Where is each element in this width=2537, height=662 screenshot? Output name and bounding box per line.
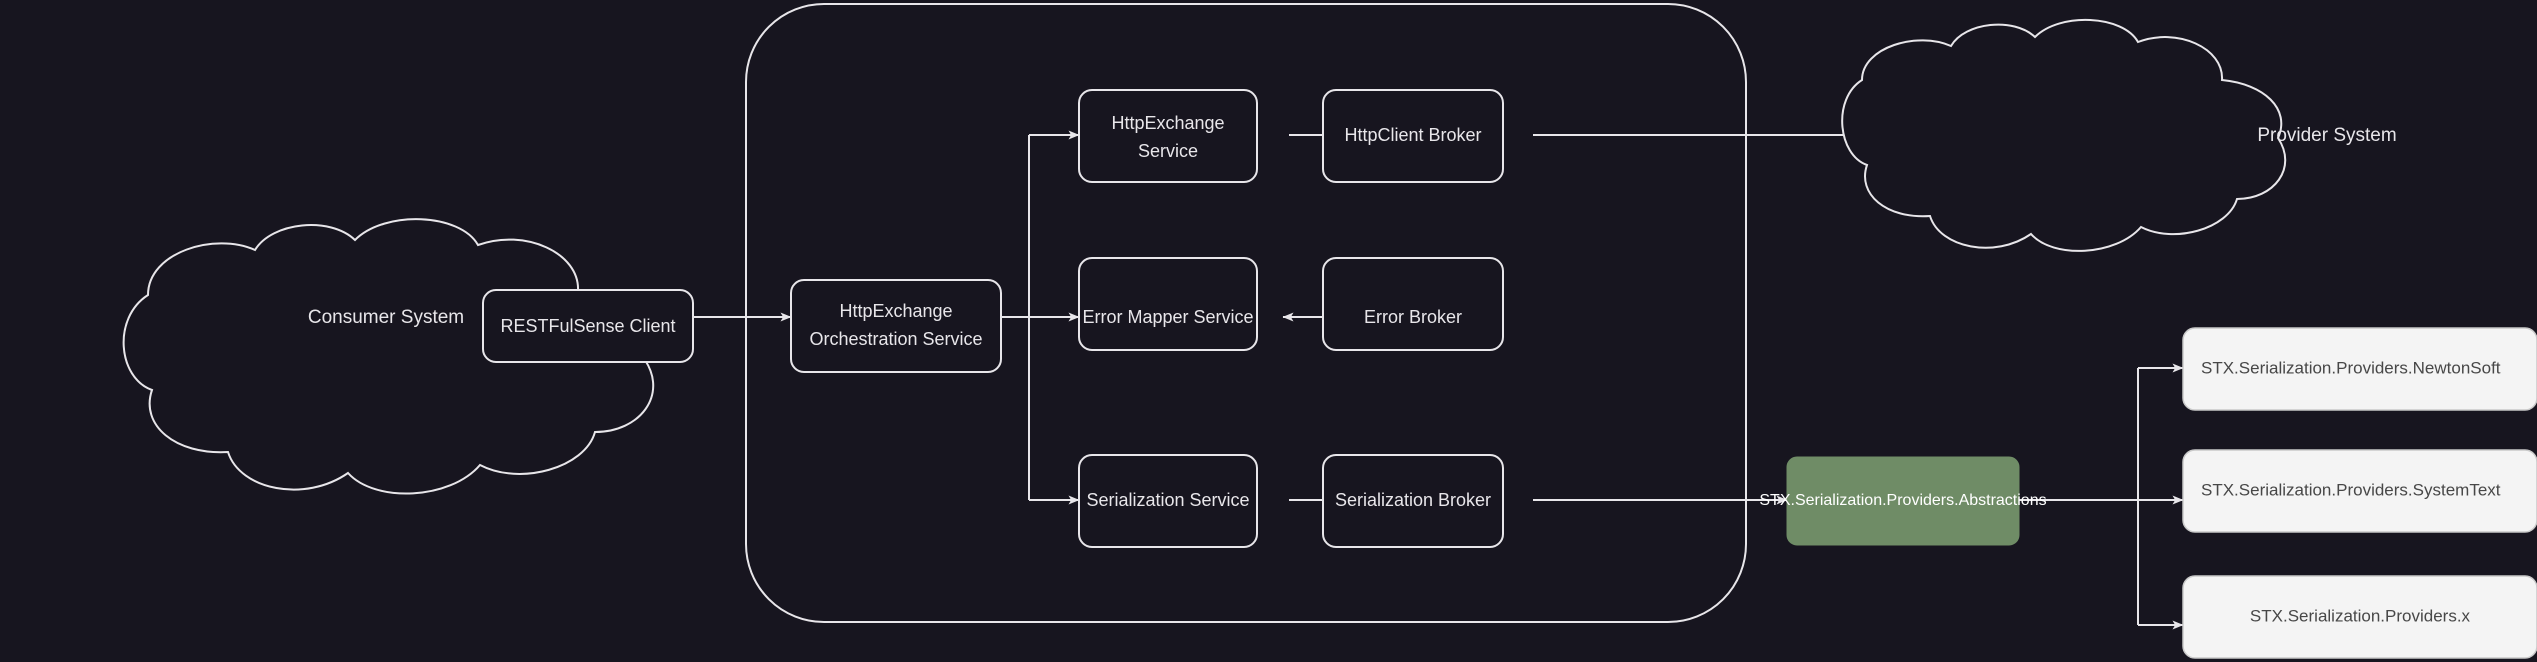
node-box bbox=[1078, 89, 1258, 183]
restfulsense-client-label: RESTFulSense Client bbox=[500, 316, 675, 336]
node-error-broker[interactable]: Error Broker bbox=[1322, 257, 1504, 351]
serialization-broker-label: Serialization Broker bbox=[1335, 490, 1491, 510]
httpexchange-service-label-line1: HttpExchange bbox=[1111, 113, 1224, 133]
providers-newtonsoft-label: STX.Serialization.Providers.NewtonSoft bbox=[2201, 358, 2501, 377]
node-providers-x[interactable]: STX.Serialization.Providers.x bbox=[2182, 575, 2537, 659]
node-box bbox=[1078, 257, 1258, 351]
core-boundary-region bbox=[745, 3, 1747, 623]
node-provider-system[interactable]: Provider System bbox=[1841, 19, 2397, 252]
orchestration-service-label-line2: Orchestration Service bbox=[809, 329, 982, 349]
node-orchestration-service[interactable]: HttpExchange Orchestration Service bbox=[790, 279, 1002, 373]
node-box bbox=[482, 289, 694, 363]
node-httpclient-broker[interactable]: HttpClient Broker bbox=[1322, 89, 1504, 183]
providers-x-label: STX.Serialization.Providers.x bbox=[2250, 606, 2471, 625]
orchestration-service-label-line1: HttpExchange bbox=[839, 301, 952, 321]
node-box bbox=[1322, 89, 1504, 183]
serialization-service-label: Serialization Service bbox=[1086, 490, 1249, 510]
node-box bbox=[2182, 327, 2537, 411]
node-providers-abstractions[interactable]: STX.Serialization.Providers.Abstractions bbox=[1759, 456, 2047, 546]
node-box bbox=[1786, 456, 2020, 546]
node-providers-systemtext[interactable]: STX.Serialization.Providers.SystemText bbox=[2182, 449, 2537, 533]
providers-abstractions-label: STX.Serialization.Providers.Abstractions bbox=[1759, 492, 2046, 509]
provider-system-label: Provider System bbox=[2257, 125, 2396, 146]
httpexchange-service-label-line2: Service bbox=[1138, 141, 1198, 161]
node-providers-newtonsoft[interactable]: STX.Serialization.Providers.NewtonSoft bbox=[2182, 327, 2537, 411]
node-restfulsense-client[interactable]: RESTFulSense Client bbox=[482, 289, 694, 363]
error-broker-label: Error Broker bbox=[1364, 307, 1462, 327]
httpclient-broker-label: HttpClient Broker bbox=[1344, 125, 1481, 145]
node-serialization-broker[interactable]: Serialization Broker bbox=[1322, 454, 1504, 548]
node-box bbox=[2182, 449, 2537, 533]
consumer-system-label: Consumer System bbox=[308, 307, 464, 328]
providers-systemtext-label: STX.Serialization.Providers.SystemText bbox=[2201, 480, 2501, 499]
node-httpexchange-service[interactable]: HttpExchange Service bbox=[1078, 89, 1258, 183]
node-consumer-system[interactable]: Consumer System bbox=[122, 218, 655, 495]
node-box bbox=[1322, 257, 1504, 351]
cloud-shape bbox=[122, 218, 655, 495]
node-box bbox=[790, 279, 1002, 373]
node-box bbox=[2182, 575, 2537, 659]
node-box bbox=[1322, 454, 1504, 548]
node-box bbox=[1078, 454, 1258, 548]
node-serialization-service[interactable]: Serialization Service bbox=[1078, 454, 1258, 548]
error-mapper-service-label: Error Mapper Service bbox=[1082, 307, 1253, 327]
node-error-mapper-service[interactable]: Error Mapper Service bbox=[1078, 257, 1258, 351]
cloud-shape bbox=[1841, 19, 2287, 252]
